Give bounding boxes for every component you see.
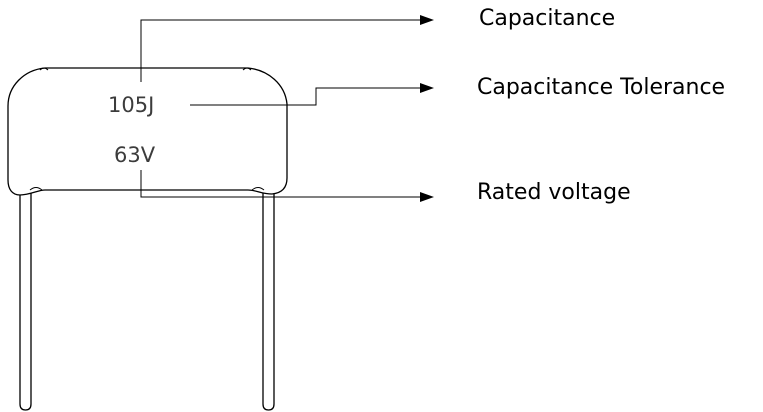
tolerance-arrowhead [420,83,434,93]
bottom-right-dimple [251,187,265,191]
tolerance-leader [190,87,422,106]
callout-lines [140,15,434,202]
tolerance-label: Capacitance Tolerance [477,75,725,100]
capacitor-voltage-label: 63V [114,143,156,167]
leads [19,191,275,411]
capacitor-body: 105J 63V [7,67,288,196]
callout-labels: Capacitance Capacitance Tolerance Rated … [477,6,725,205]
capacitance-arrowhead [420,15,434,25]
right-lead [262,191,275,411]
capacitor-code: 105J [108,93,154,117]
capacitor-body-outline [7,67,288,196]
capacitance-leader [140,19,422,82]
capacitance-label: Capacitance [479,6,615,31]
left-lead [19,191,32,411]
voltage-arrowhead [420,192,434,202]
bottom-left-dimple [29,187,43,191]
rated-voltage-label: Rated voltage [477,180,631,205]
right-dimple [242,67,252,71]
left-dimple [39,67,49,71]
voltage-leader [140,170,422,198]
